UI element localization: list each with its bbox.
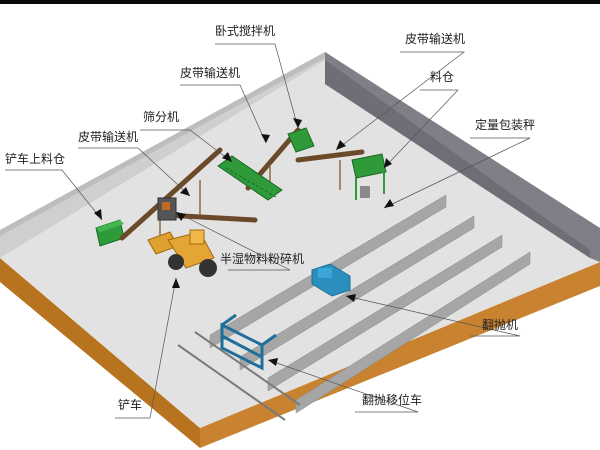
floor <box>0 58 600 428</box>
shift-car-rails <box>177 331 301 421</box>
material-bin <box>351 153 387 200</box>
base-front-side <box>0 258 200 448</box>
horizontal-mixer <box>287 127 315 153</box>
label-turning-machine: 翻抛机 <box>482 318 519 332</box>
leader-arrowheads <box>94 118 394 366</box>
label-quantitative-packing-scale: 定量包装秤 <box>475 118 536 132</box>
label-belt-conveyor-3: 皮带输送机 <box>405 32 466 46</box>
leader-lines <box>5 43 531 419</box>
turner-shift-car <box>220 313 277 371</box>
loader-feeding-bin <box>95 219 125 247</box>
semi-wet-crusher <box>157 197 177 221</box>
label-screening-machine: 筛分机 <box>143 110 180 124</box>
back-wall-left <box>0 52 325 258</box>
label-loader-feeding-bin: 铲车上料仓 <box>5 152 66 166</box>
back-wall-left-top <box>0 52 330 236</box>
label-horizontal-mixer: 卧式搅拌机 <box>215 24 276 38</box>
top-border <box>0 0 600 4</box>
wheel-loader <box>147 229 217 277</box>
label-forklift-loader: 铲车 <box>118 398 143 412</box>
label-turner-shift-car: 翻抛移位车 <box>362 393 423 407</box>
label-belt-conveyor-2: 皮带输送机 <box>180 66 241 80</box>
label-material-bin: 料仓 <box>430 70 455 84</box>
label-belt-conveyor-1: 皮带输送机 <box>78 130 139 144</box>
back-wall-right-inner <box>325 60 590 258</box>
label-semi-wet-crusher: 半湿物料粉碎机 <box>220 252 305 266</box>
packing-scale <box>360 186 370 198</box>
turning-machine <box>311 263 351 297</box>
